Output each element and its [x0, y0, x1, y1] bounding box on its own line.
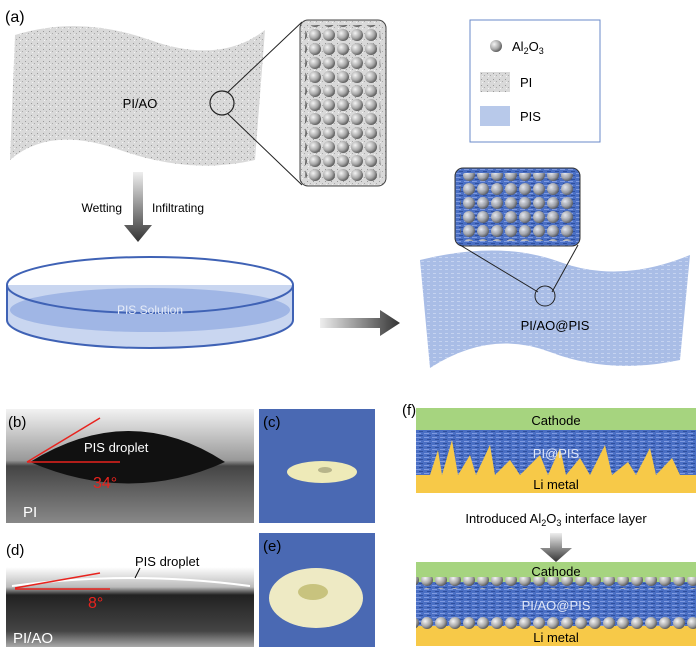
- zoom-line: [459, 244, 539, 293]
- right-arrow-icon: [320, 310, 400, 336]
- li-metal-label: Li metal: [533, 630, 579, 645]
- pi-ao-pis-sheet: [420, 250, 690, 368]
- panel-a-label: (a): [5, 9, 25, 26]
- pointer-line: [134, 567, 141, 579]
- legend-pis: PIS: [520, 109, 541, 124]
- down-arrow-icon: [540, 533, 572, 562]
- petri-dish: [6, 256, 294, 349]
- li-metal-label: Li metal: [533, 477, 579, 492]
- panel-c-label: (c): [263, 414, 281, 431]
- panel-f-label: (f): [402, 402, 416, 419]
- droplet-label: PIS droplet: [84, 440, 149, 455]
- pi-ao-sheet: [10, 26, 265, 166]
- cathode-label: Cathode: [531, 413, 580, 428]
- al2o3-particles: [305, 25, 381, 181]
- al2o3-swatch: [490, 40, 502, 52]
- down-arrow-icon: [124, 172, 152, 242]
- contact-angle-value: 8°: [88, 595, 103, 612]
- pi-ao-label: PI/AO: [123, 96, 158, 111]
- material-label: PI/AO: [13, 630, 53, 647]
- panel-e-label: (e): [263, 538, 281, 555]
- pis-swatch: [480, 106, 510, 126]
- li-metal-layer: [416, 475, 696, 493]
- zoom-line: [227, 21, 303, 93]
- zoom-line: [227, 113, 303, 186]
- magnify-circle: [209, 90, 235, 116]
- cathode-label: Cathode: [531, 564, 580, 579]
- separator-label: PI@PIS: [533, 446, 580, 461]
- legend-al2o3: Al2O3: [512, 39, 544, 56]
- tangent-line: [14, 572, 101, 589]
- al2o3-interface-layer-top: [416, 577, 696, 589]
- pi-ao-pis-label: PI/AO@PIS: [521, 318, 590, 333]
- panel-d-label: (d): [6, 542, 24, 559]
- al2o3-interface-layer-bottom: [416, 617, 696, 629]
- pis-solution-label: PIS Solution: [117, 303, 183, 317]
- droplet: [318, 467, 332, 473]
- legend-pi: PI: [520, 75, 532, 90]
- zoom-line: [551, 244, 579, 293]
- cathode-layer: [416, 408, 696, 430]
- interface-caption: Introduced Al2O3 interface layer: [465, 511, 647, 528]
- droplet: [30, 431, 225, 484]
- al2o3-particles: [460, 173, 575, 241]
- droplet-label: PIS droplet: [135, 554, 200, 569]
- panel-b-label: (b): [8, 414, 26, 431]
- droplet: [298, 584, 328, 600]
- tangent-line: [26, 417, 101, 463]
- li-metal-layer: [416, 626, 696, 646]
- wetting-label: Wetting: [82, 201, 122, 215]
- separator-label: PI/AO@PIS: [522, 598, 591, 613]
- contact-angle-image-pi-ao: [6, 567, 254, 647]
- pi-swatch: [480, 72, 510, 92]
- contact-angle-value: 34°: [93, 475, 117, 492]
- material-label: PI: [23, 504, 37, 521]
- lithium-dendrites: [430, 440, 680, 475]
- infiltrating-label: Infiltrating: [152, 201, 204, 215]
- magnify-circle: [534, 285, 556, 307]
- droplet-edge: [11, 577, 251, 587]
